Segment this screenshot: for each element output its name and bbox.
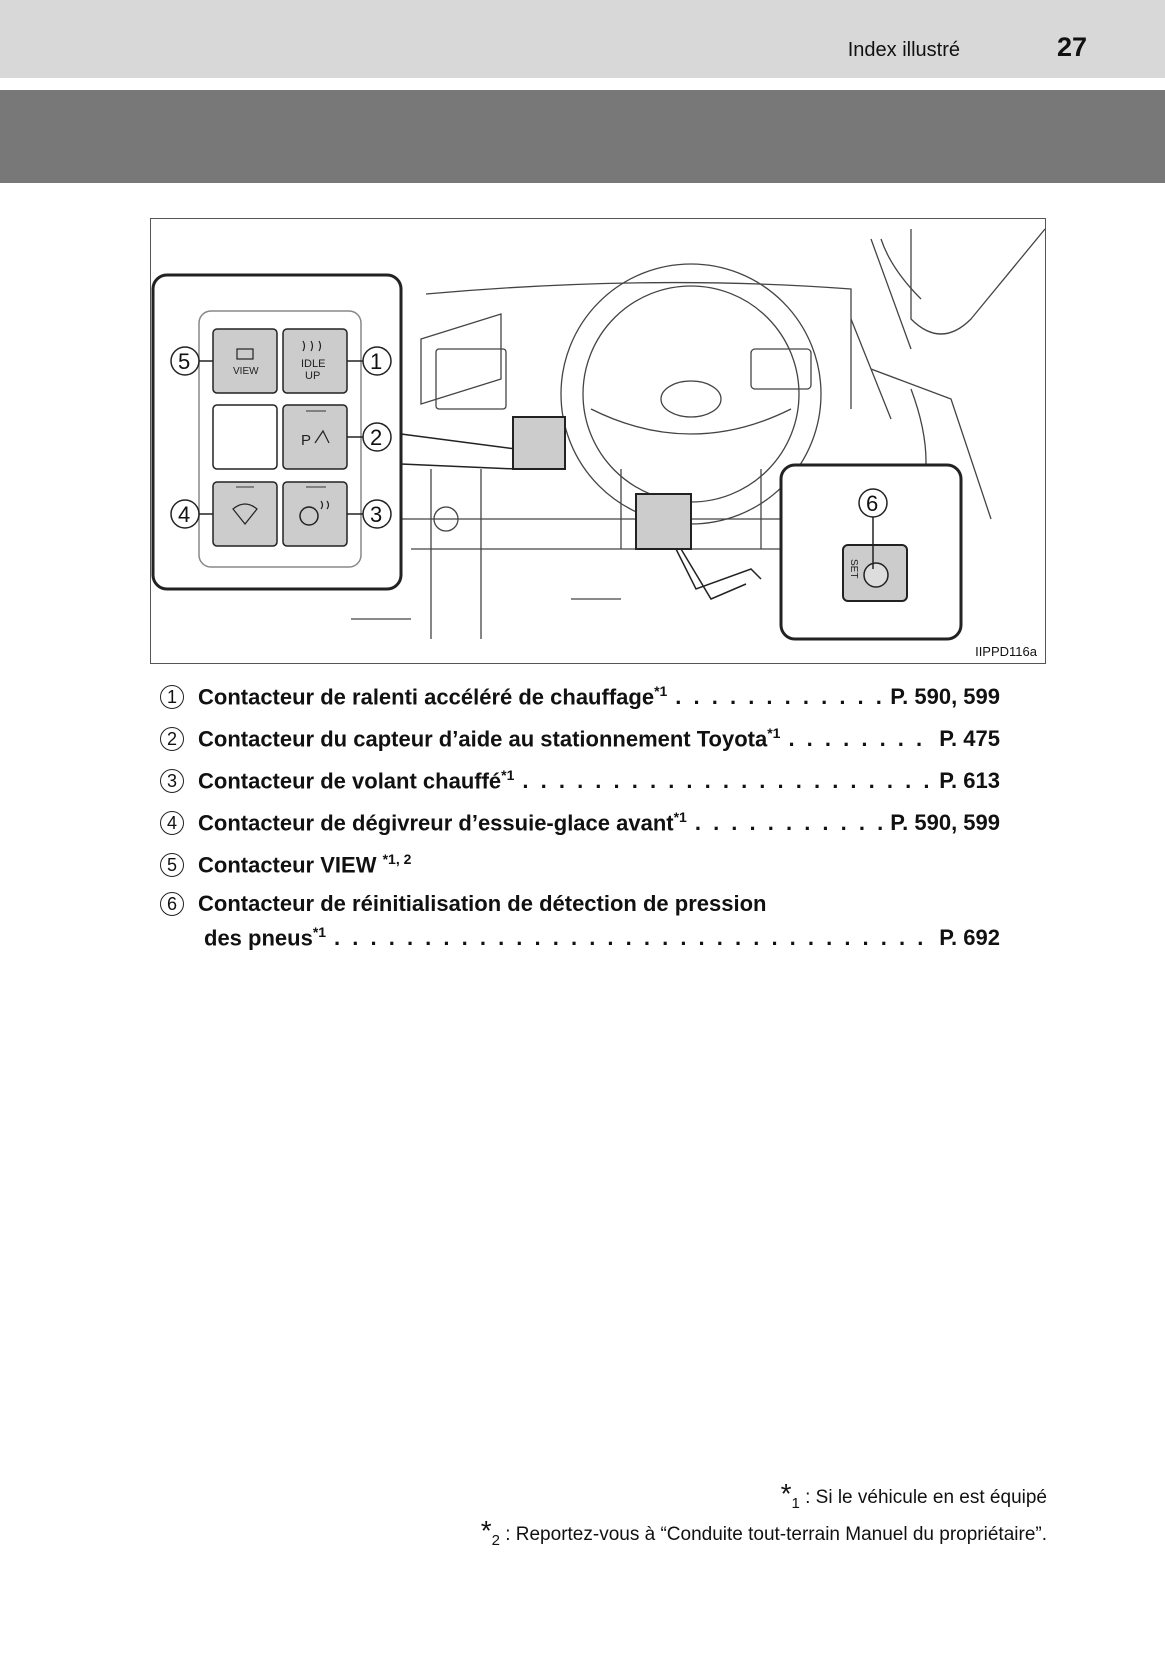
page-ref-link[interactable]: P. 475 xyxy=(939,726,1000,751)
svg-text:SET: SET xyxy=(848,559,859,578)
item-note: *1 xyxy=(673,809,687,826)
page-ref-link[interactable]: P. 692 xyxy=(939,925,1000,950)
svg-text:5: 5 xyxy=(178,349,190,374)
item-note: *1 xyxy=(654,683,668,700)
leader-dots xyxy=(695,810,882,836)
page-number: 27 xyxy=(1056,32,1087,62)
leader-dots xyxy=(522,768,931,794)
list-item: 5 Contacteur VIEW *1, 2 xyxy=(160,844,1000,886)
parking-sensor-switch xyxy=(282,404,348,470)
svg-text:IDLE: IDLE xyxy=(301,358,325,370)
svg-text:4: 4 xyxy=(178,502,190,527)
page-ref-link[interactable]: P. 613 xyxy=(939,768,1000,793)
item-label-cont: des pneus xyxy=(204,925,313,951)
item-number: 4 xyxy=(160,811,184,835)
item-label: Contacteur VIEW xyxy=(198,852,383,878)
item-label: Contacteur de dégivreur d’essuie-glace a… xyxy=(198,810,674,836)
item-note: *1 xyxy=(501,767,515,784)
item-label: Contacteur de volant chauffé xyxy=(198,768,502,794)
svg-text:2: 2 xyxy=(370,425,382,450)
heated-wheel-switch xyxy=(282,481,348,547)
list-item: 6 Contacteur de réinitialisation de déte… xyxy=(160,886,1000,954)
svg-text:UP: UP xyxy=(305,370,320,382)
switch-buttons: VIEW IDLE UP P xyxy=(212,328,348,547)
page-header: Index illustré 27 xyxy=(0,0,1165,78)
list-item: 2 Contacteur du capteur d’aide au statio… xyxy=(160,718,1000,760)
item-note: *1 xyxy=(312,924,327,941)
dashboard-illustration: VIEW IDLE UP P 5 1 2 4 3 SET 6 IIPPD116a xyxy=(150,218,1046,664)
list-item: 3 Contacteur de volant chauffé*1 P. 613 xyxy=(160,760,1000,802)
section-title: Index illustré xyxy=(847,39,960,61)
footnote-1: *1 : Si le véhicule en est équipé xyxy=(780,1478,1047,1512)
item-note: *1, 2 xyxy=(382,851,412,868)
svg-text:6: 6 xyxy=(866,491,878,516)
svg-text:VIEW: VIEW xyxy=(233,366,259,377)
item-list: 1 Contacteur de ralenti accéléré de chau… xyxy=(160,676,1000,954)
item-number: 3 xyxy=(160,769,184,793)
callout-numbers: 5 1 2 4 3 xyxy=(170,346,392,529)
footnote-2: *2 : Reportez-vous à “Conduite tout-terr… xyxy=(480,1515,1047,1549)
svg-text:P: P xyxy=(301,432,311,449)
list-item: 1 Contacteur de ralenti accéléré de chau… xyxy=(160,676,1000,718)
leader-dots xyxy=(334,925,931,951)
svg-text:1: 1 xyxy=(370,349,382,374)
svg-text:3: 3 xyxy=(370,502,382,527)
leader-dots xyxy=(788,726,931,752)
view-switch xyxy=(212,328,278,394)
header-band xyxy=(0,90,1165,183)
item-note: *1 xyxy=(767,725,781,742)
item-number: 6 xyxy=(160,892,184,916)
item-label: Contacteur du capteur d’aide au stationn… xyxy=(198,726,768,752)
item-number: 5 xyxy=(160,853,184,877)
wiper-deicer-switch xyxy=(212,481,278,547)
page-ref-link[interactable]: P. 590, 599 xyxy=(890,810,1000,835)
item-label: Contacteur de réinitialisation de détect… xyxy=(198,891,767,916)
list-item: 4 Contacteur de dégivreur d’essuie-glace… xyxy=(160,802,1000,844)
figure-code: IIPPD116a xyxy=(975,644,1037,659)
item-label: Contacteur de ralenti accéléré de chauff… xyxy=(198,684,655,710)
page-ref-link[interactable]: P. 590, 599 xyxy=(890,684,1000,709)
item-number: 2 xyxy=(160,727,184,751)
item-number: 1 xyxy=(160,685,184,709)
leader-dots xyxy=(675,684,882,710)
